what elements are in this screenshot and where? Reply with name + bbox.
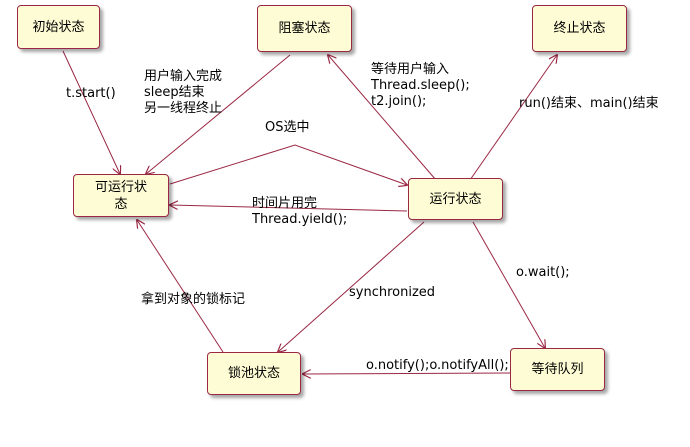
label-os-select: OS选中 bbox=[265, 120, 310, 135]
state-terminated: 终止状态 bbox=[532, 5, 627, 52]
state-runnable: 可运行状 态 bbox=[73, 174, 169, 217]
state-blocked: 阻塞状态 bbox=[257, 5, 352, 52]
arrow-terminate bbox=[469, 55, 557, 181]
state-wait-queue: 等待队列 bbox=[510, 348, 605, 391]
arrow-timeslice bbox=[170, 205, 408, 212]
label-acquire-lock: 拿到对象的锁标记 bbox=[141, 292, 246, 307]
arrow-wait bbox=[472, 221, 545, 348]
state-lock-pool: 锁池状态 bbox=[207, 352, 301, 395]
label-synchronized: synchronized bbox=[349, 285, 436, 300]
arrow-unblock bbox=[146, 54, 291, 174]
label-timeslice: 时间片用完 Thread.yield(); bbox=[252, 196, 348, 227]
arrow-synchronized bbox=[278, 221, 425, 352]
arrow-os-select bbox=[169, 144, 407, 185]
arrow-acquire-lock bbox=[137, 220, 224, 353]
label-unblock: 用户输入完成 sleep结束 另一线程终止 bbox=[144, 69, 223, 116]
state-initial: 初始状态 bbox=[17, 5, 100, 49]
label-terminate: run()结束、main()结束 bbox=[519, 96, 659, 111]
state-running: 运行状态 bbox=[408, 178, 503, 220]
label-block: 等待用户输入 Thread.sleep(); t2.join(); bbox=[371, 62, 470, 109]
label-wait: o.wait(); bbox=[516, 265, 570, 280]
arrow-start bbox=[62, 50, 120, 174]
label-start: t.start() bbox=[66, 86, 116, 101]
arrow-notify bbox=[303, 373, 511, 374]
arrow-block bbox=[328, 55, 437, 181]
label-notify: o.notify();o.notifyAll(); bbox=[366, 358, 509, 373]
